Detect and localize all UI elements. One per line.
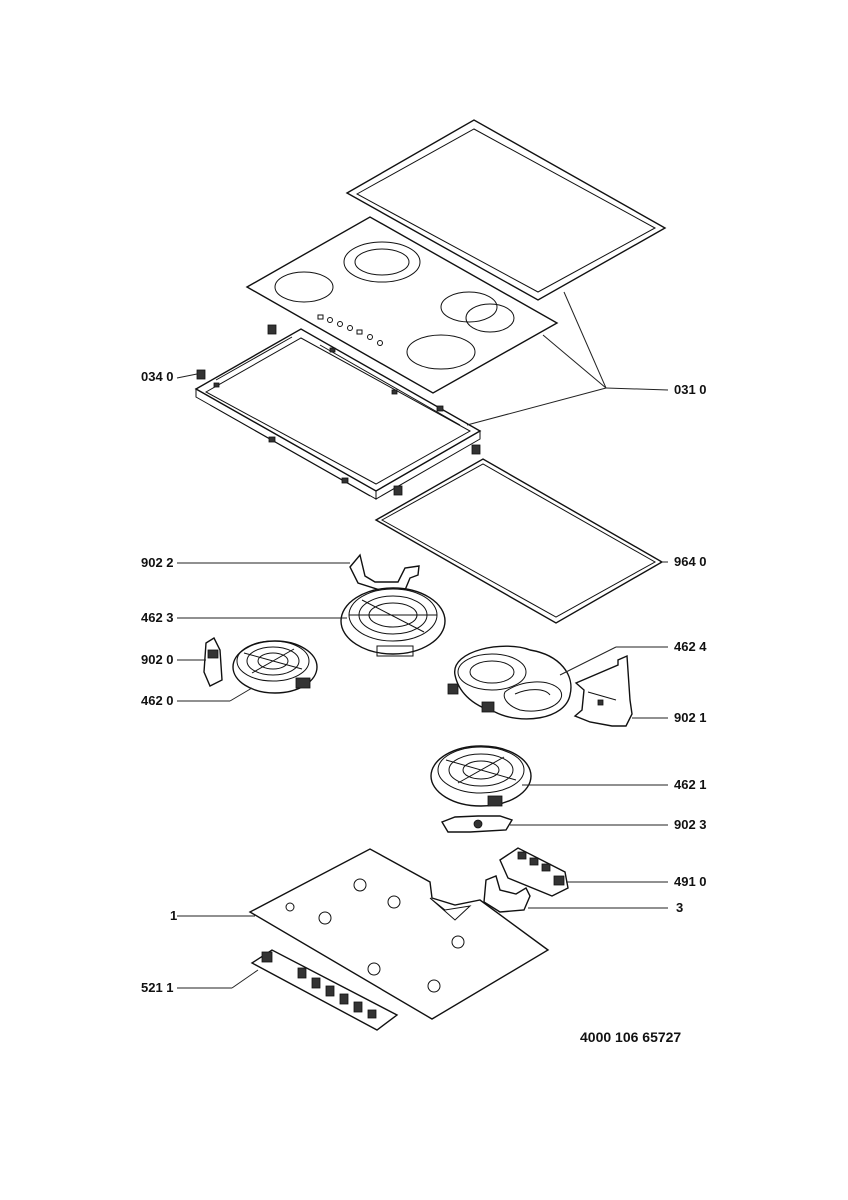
bracket-902-1 (573, 654, 633, 727)
callout-031-0: 031 0 (674, 382, 707, 397)
heating-element-462-3 (340, 587, 446, 657)
bracket-3 (483, 875, 531, 913)
callout-462-0: 462 0 (141, 693, 174, 708)
bracket-902-3 (440, 815, 514, 833)
control-board-521-1 (250, 949, 399, 1031)
heating-element-462-0 (232, 640, 318, 694)
heating-element-462-1 (430, 745, 532, 807)
callout-902-0: 902 0 (141, 652, 174, 667)
callout-034-0: 034 0 (141, 369, 174, 384)
callout-902-2: 902 2 (141, 555, 174, 570)
base-plate-1 (248, 848, 550, 1020)
callout-521-1: 521 1 (141, 980, 174, 995)
control-symbols (317, 314, 383, 346)
callout-1: 1 (170, 908, 178, 923)
callout-491-0: 491 0 (674, 874, 707, 889)
terminal-block-491-0 (499, 847, 569, 897)
bracket-902-0 (203, 636, 223, 687)
leader-lines (176, 291, 669, 989)
hob-frame (194, 328, 482, 500)
callout-902-1: 902 1 (674, 710, 707, 725)
ceramic-glass-surface (245, 216, 559, 394)
callout-462-3: 462 3 (141, 610, 174, 625)
callout-3: 3 (676, 900, 684, 915)
callout-902-3: 902 3 (674, 817, 707, 832)
callout-462-4: 462 4 (674, 639, 707, 654)
callout-462-1: 462 1 (674, 777, 707, 792)
bracket-902-2 (349, 553, 420, 591)
callout-964-0: 964 0 (674, 554, 707, 569)
glass-top-frame (345, 119, 667, 301)
heating-element-462-4 (447, 645, 572, 720)
document-number: 4000 106 65727 (580, 1029, 682, 1045)
